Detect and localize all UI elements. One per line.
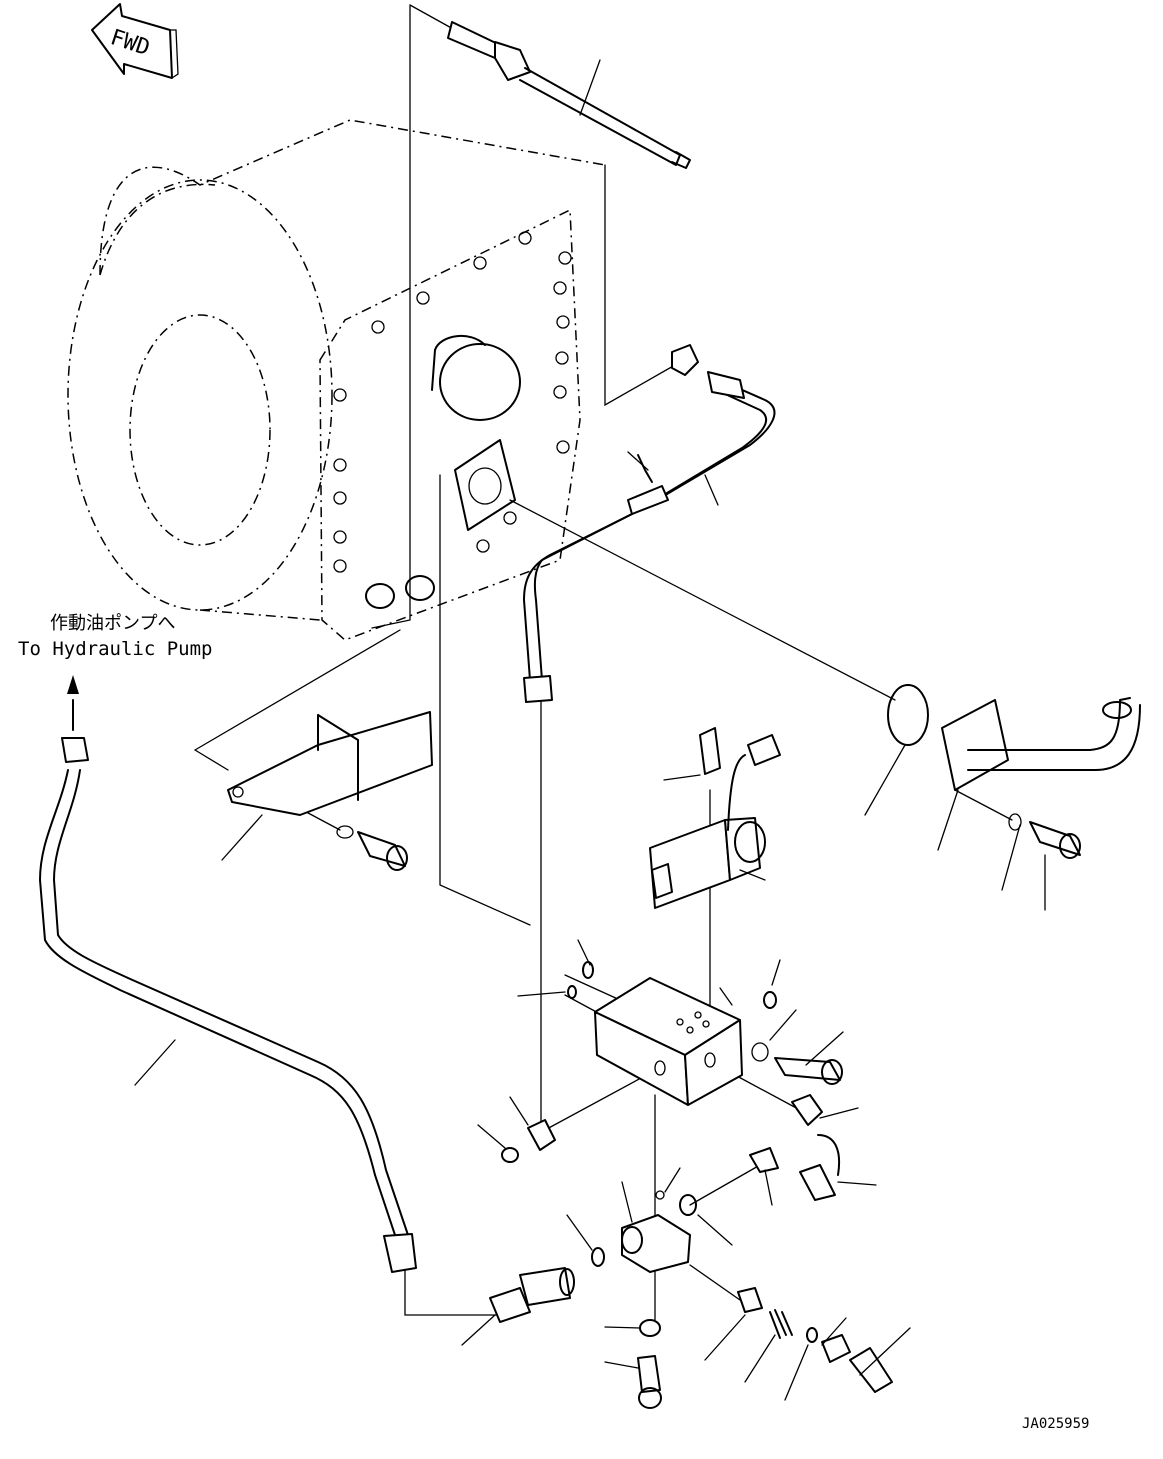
pump-destination: 作動油ポンプへ To Hydraulic Pump <box>18 613 212 731</box>
cover-bracket <box>227 711 433 871</box>
fittings <box>501 1094 840 1267</box>
gasket <box>887 684 929 746</box>
callout-lines <box>134 59 1046 1401</box>
housing-bolts <box>333 231 572 573</box>
leader-lines <box>194 4 1013 1321</box>
solenoid-valve <box>649 727 781 909</box>
flanged-pipe <box>941 697 1141 859</box>
transmission-housing <box>67 119 606 641</box>
hose-upper <box>523 371 776 703</box>
relief-valve <box>621 1214 893 1393</box>
elbow-fitting <box>671 344 699 376</box>
fwd-label: FWD <box>107 25 153 61</box>
lower-bolts <box>637 1319 662 1409</box>
fwd-arrow-icon: FWD <box>91 3 179 79</box>
up-arrow-icon <box>67 675 79 694</box>
dest-en-label: To Hydraulic Pump <box>18 638 212 660</box>
temperature-sensor <box>447 21 691 169</box>
valve-block <box>567 961 843 1106</box>
dest-jp-label: 作動油ポンプへ <box>50 613 175 634</box>
hydraulic-hose-left <box>39 737 417 1273</box>
pressure-switch <box>489 1267 575 1323</box>
drawing-code: JA025959 <box>1022 1416 1089 1432</box>
